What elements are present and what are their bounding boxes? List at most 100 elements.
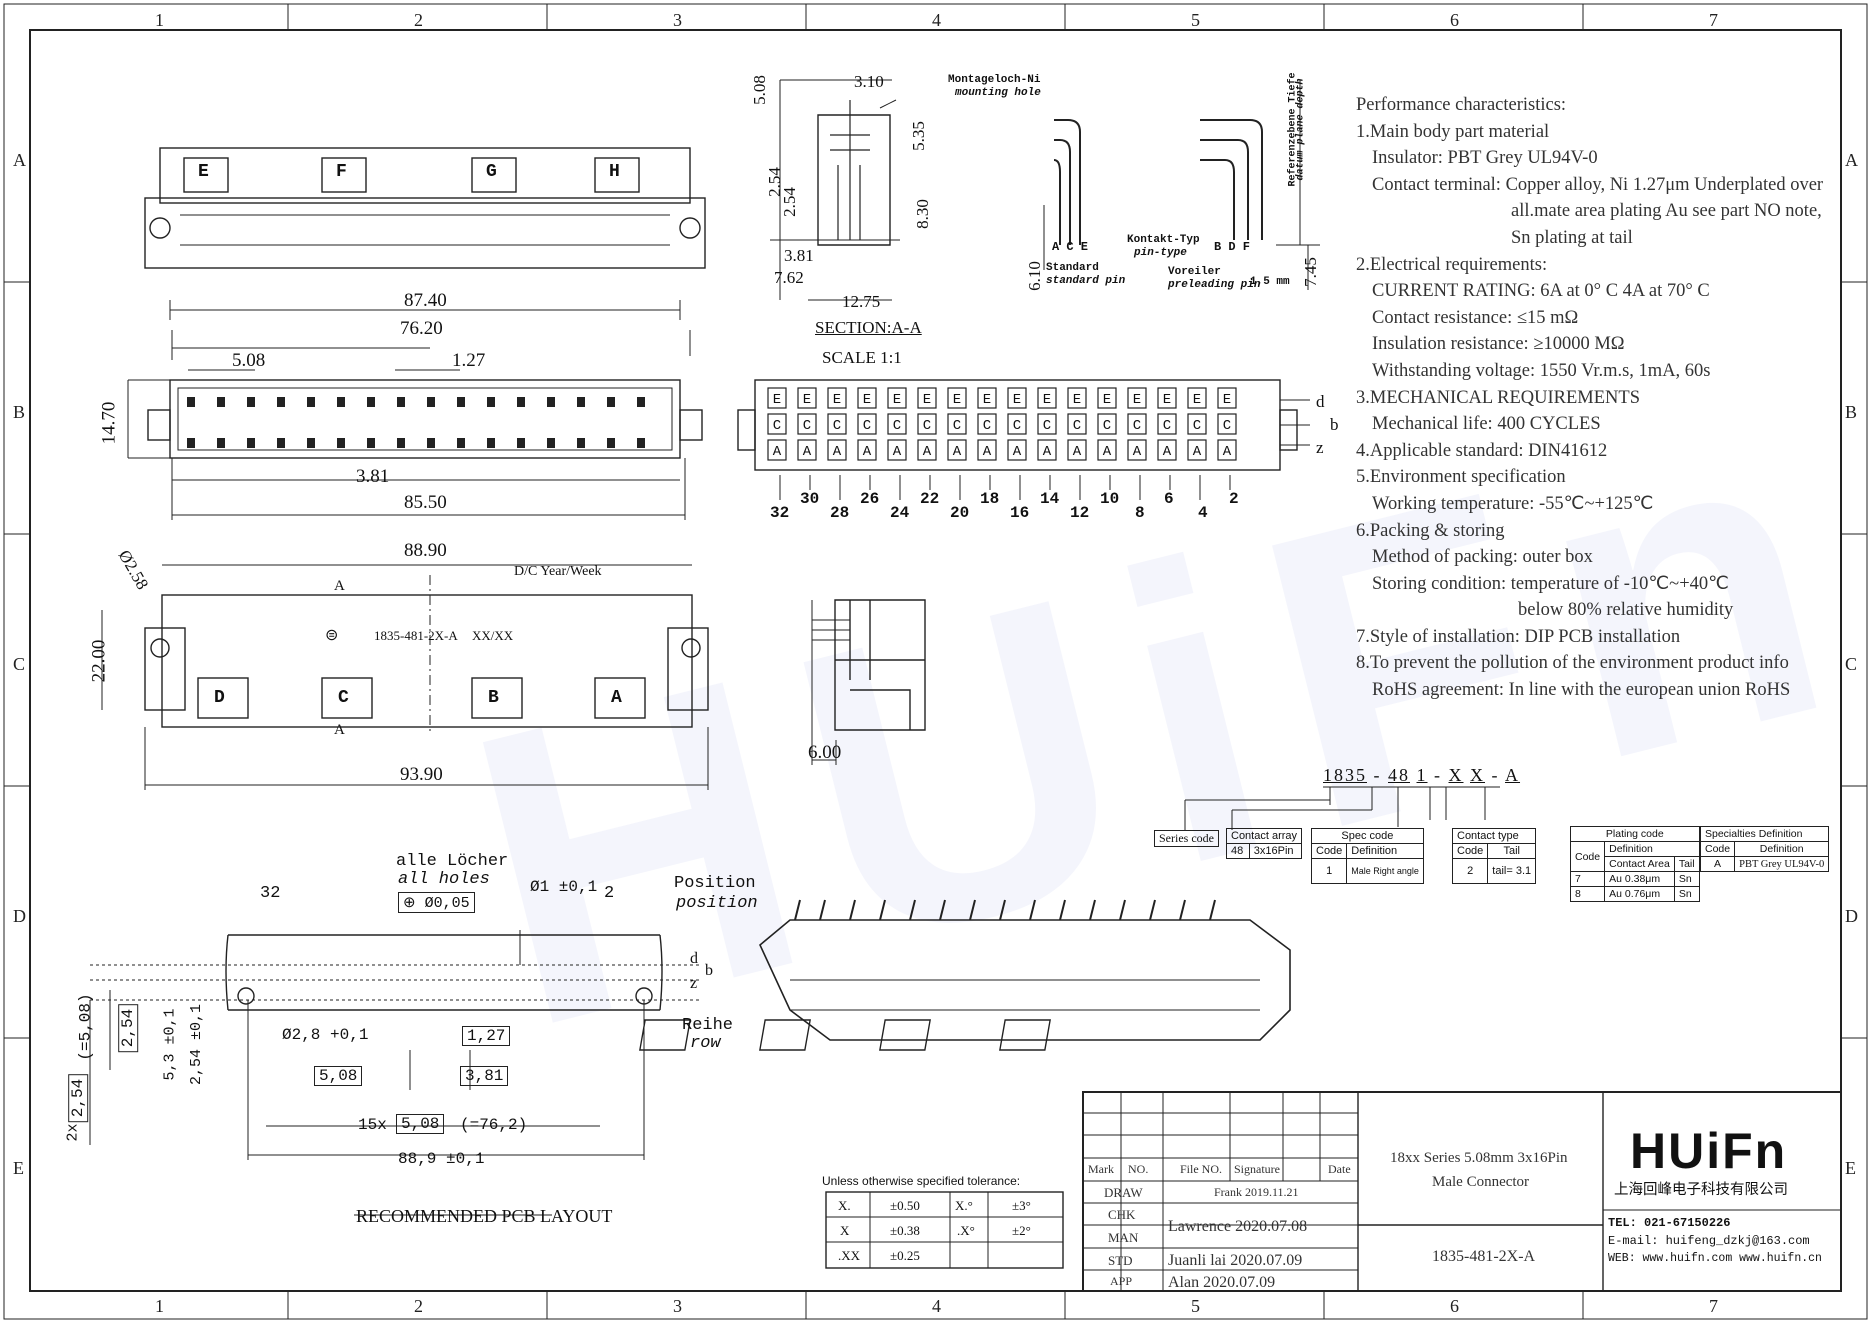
dim-section: 5.08 <box>749 75 769 105</box>
grid-col-bottom: 3 <box>673 1296 682 1316</box>
tb-header-mark: Mark <box>1088 1162 1114 1176</box>
mounting-hole-de: Montageloch-Ni <box>948 74 1041 86</box>
spec-code-value: 1 <box>1310 858 1348 884</box>
pin-a-letter: A <box>1073 444 1082 460</box>
tol-cell: X. <box>838 1198 851 1213</box>
pcb-row-b: b <box>705 962 713 979</box>
position-tolerance-box: ⊕ Ø0,05 <box>398 892 475 913</box>
pin-c-letter: C <box>863 418 871 434</box>
performance-line: Working temperature: -55℃~+125℃ <box>1372 493 1654 514</box>
pin-e-letter: E <box>893 392 901 408</box>
key-label: E <box>198 162 209 182</box>
dim-76-2-ref: (=76,2) <box>460 1116 528 1134</box>
tol-cell: X <box>840 1223 850 1238</box>
grid-col-bottom: 5 <box>1191 1296 1200 1316</box>
tol-cell: .XX <box>838 1248 861 1263</box>
pin-a-letter: A <box>833 444 842 460</box>
pin-c-letter: C <box>953 418 961 434</box>
contact-type-col: Tail <box>1487 843 1537 859</box>
pin-c-letter: C <box>923 418 931 434</box>
tol-cell: ±2° <box>1012 1223 1031 1238</box>
pin-e-letter: E <box>1043 392 1051 408</box>
performance-characteristics: Performance characteristics: 1.Main body… <box>1356 92 1856 704</box>
row-de: Reihe <box>682 1016 734 1035</box>
grid-row-right: E <box>1845 1158 1856 1178</box>
dim-85-50: 85.50 <box>404 492 447 513</box>
pin-e-letter: E <box>803 392 811 408</box>
pin-e-letter: E <box>833 392 841 408</box>
pin-number: 4 <box>1198 504 1208 522</box>
tb-draw-label: DRAW <box>1104 1185 1143 1200</box>
spec-code-value: Male Right angle <box>1346 858 1424 884</box>
pin-letters-left: A C E <box>1052 240 1089 254</box>
dim-5-3: 5,3 ±0,1 <box>161 1008 179 1081</box>
pin-c-letter: C <box>1133 418 1141 434</box>
pin-e-letter: E <box>1073 392 1081 408</box>
performance-line: 6.Packing & storing <box>1356 520 1505 541</box>
tb-chk-value: Lawrence 2020.07.08 <box>1168 1218 1308 1235</box>
tb-draw-value: Frank 2019.11.21 <box>1214 1185 1299 1199</box>
key-label: H <box>609 162 620 182</box>
performance-line: Mechanical life: 400 CYCLES <box>1372 414 1601 435</box>
dim-5-08-box2: 5,08 <box>396 1114 445 1134</box>
grid-row-left: E <box>13 1158 24 1178</box>
performance-line: Sn plating at tail <box>1511 227 1633 248</box>
performance-line: CURRENT RATING: 6A at 0° C 4A at 70° C <box>1372 281 1710 302</box>
performance-line: below 80% relative humidity <box>1518 600 1734 621</box>
key-label: C <box>338 688 349 708</box>
tb-description-line1: 18xx Series 5.08mm 3x16Pin <box>1390 1150 1568 1166</box>
pin-number: 32 <box>770 504 790 522</box>
dim-6-00: 6.00 <box>808 742 842 763</box>
standard-de: Standard <box>1046 262 1099 274</box>
pin-number: 28 <box>830 504 850 522</box>
dim-section: 8.30 <box>912 199 932 229</box>
pin-c-letter: C <box>1223 418 1231 434</box>
dim-5-08-ref: (=5,08) <box>76 993 95 1061</box>
pin-c-letter: C <box>803 418 811 434</box>
performance-line: Insulator: PBT Grey UL94V-0 <box>1372 148 1598 169</box>
contact-array-header: Contact array <box>1225 828 1303 844</box>
part-marking: 1835-481-2X-A <box>374 628 458 643</box>
spec-code-header: Spec code <box>1311 828 1424 844</box>
pin-number: 6 <box>1164 490 1174 508</box>
dim-2-54-tol: 2,54 ±0,1 <box>188 1003 206 1086</box>
dim-1-27: 1.27 <box>452 350 486 371</box>
grid-col-top: 3 <box>673 10 682 30</box>
tb-description-line2: Male Connector <box>1432 1174 1530 1190</box>
performance-line: 3.MECHANICAL REQUIREMENTS <box>1356 387 1641 408</box>
pin-a-letter: A <box>1133 444 1142 460</box>
dim-2x: 2x <box>64 1123 82 1142</box>
dim-88-90: 88.90 <box>404 540 447 561</box>
tb-man-label: MAN <box>1108 1230 1139 1245</box>
tol-cell: ±0.25 <box>890 1248 920 1263</box>
grid-col-top: 6 <box>1450 10 1459 30</box>
pin-c-letter: C <box>1043 418 1051 434</box>
dim-22-00: 22.00 <box>88 639 110 683</box>
pin-e-letter: E <box>923 392 931 408</box>
part-number-code: 1835 - 48 1 - X X - A <box>1323 765 1521 785</box>
performance-line: 1.Main body part material <box>1356 121 1550 142</box>
dim-7-45: 7.45 <box>1300 257 1320 287</box>
pin-e-letter: E <box>1013 392 1021 408</box>
grid-row-right: B <box>1845 402 1858 422</box>
datum-plane-en: datum plane depth <box>1295 78 1307 181</box>
dim-88-9: 88,9 ±0,1 <box>398 1150 485 1168</box>
dim-3-81-box: 3,81 <box>460 1066 509 1086</box>
tol-cell: ±0.50 <box>890 1198 920 1213</box>
tb-std-value: Juanli lai 2020.07.09 <box>1168 1252 1303 1269</box>
dim-mount-hole: Ø2,8 +0,1 <box>282 1026 369 1044</box>
dim-1-5mm: 1,5 mm <box>1250 276 1290 288</box>
performance-line: 5.Environment specification <box>1356 467 1566 488</box>
performance-line: Withstanding voltage: 1550 Vr.m.s, 1mA, … <box>1372 360 1711 381</box>
dim-2-54-box2: 2,54 <box>68 1073 89 1123</box>
pin-number: 2 <box>1229 490 1239 508</box>
company-name: 上海回峰电子科技有限公司 <box>1614 1182 1788 1198</box>
pin-a-letter: A <box>1193 444 1202 460</box>
certification-logo-icon: ⊜ <box>325 627 339 644</box>
pin-number: 24 <box>890 504 910 522</box>
crosshair-icon: ⊕ <box>403 895 416 912</box>
voreiler-de: Voreiler <box>1168 266 1221 278</box>
row-z-label: z <box>1316 438 1324 457</box>
